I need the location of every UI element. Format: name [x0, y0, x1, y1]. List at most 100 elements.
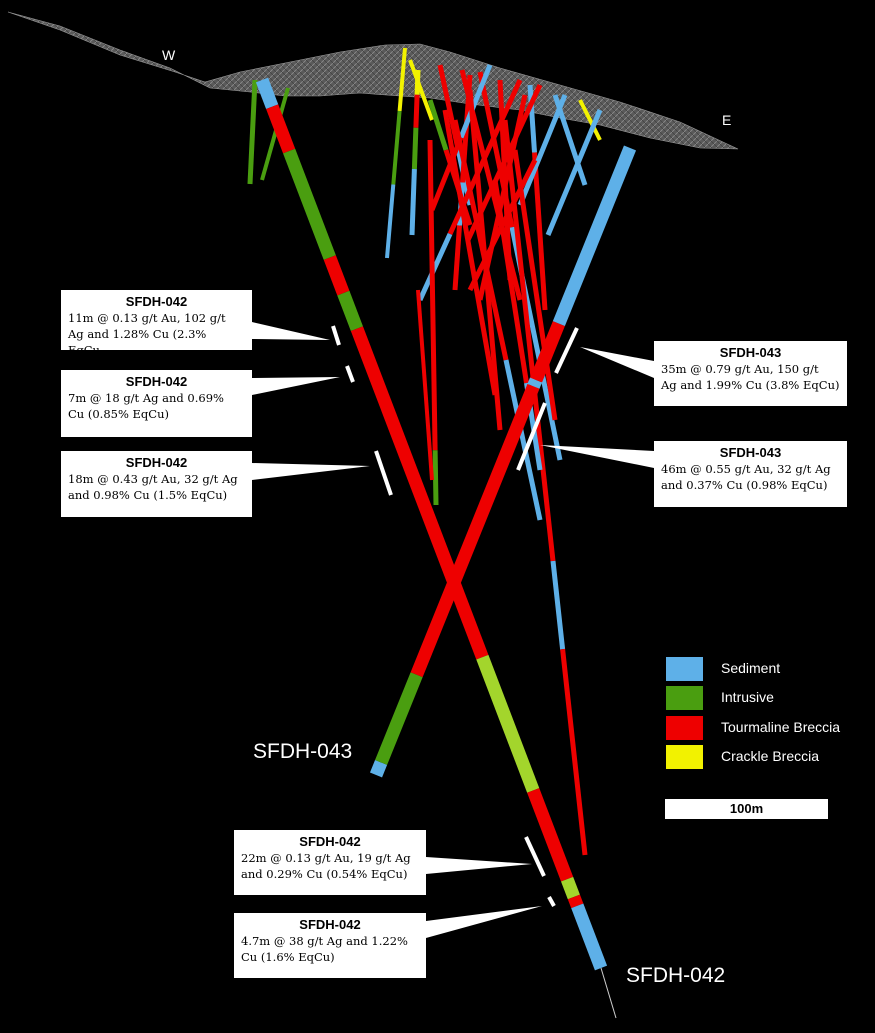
hole-sfdh-042-interval [571, 903, 608, 971]
hole-sfdh-042-interval [255, 77, 279, 109]
legend-label: Tourmaline Breccia [721, 719, 841, 735]
hole-label-sfdh-042: SFDH-042 [626, 964, 726, 987]
callout-4: SFDH-043 35m @ 0.79 g/t Au, 150 g/t Ag a… [654, 341, 847, 406]
callout-title: SFDH-042 [299, 834, 361, 849]
east-label: E [722, 112, 732, 128]
hole-sfdh-042-interval [337, 290, 363, 331]
intercept-mark-4 [554, 327, 579, 374]
background-hole-interval [437, 64, 461, 150]
background-hole-interval [527, 84, 537, 153]
callout-line: 7m @ 18 g/t Ag and 0.69% [68, 390, 224, 405]
legend-label: Intrusive [721, 689, 774, 705]
pointer-4 [580, 347, 654, 378]
background-hole-interval [432, 450, 439, 506]
hole-sfdh-042-interval [266, 104, 296, 154]
callout-line: 46m @ 0.55 g/t Au, 32 g/t Ag [661, 461, 831, 476]
callout-title: SFDH-042 [125, 294, 188, 309]
callout-line: Cu (0.85% EqCu) [68, 406, 169, 421]
callout-line: Cu (1.6% EqCu) [241, 949, 335, 964]
intercept-mark-1 [331, 325, 341, 346]
pointer-5 [540, 445, 654, 468]
intercept-mark-3 [374, 450, 393, 496]
pointer-1 [252, 322, 330, 340]
background-hole-interval [503, 359, 543, 521]
background-hole-interval [260, 87, 290, 181]
callout-line: 18m @ 0.43 g/t Au, 32 g/t Ag [68, 471, 238, 486]
hole-sfdh-043-interval [369, 760, 388, 778]
hole-sfdh-042-interval [527, 788, 574, 882]
background-hole-interval [458, 64, 493, 139]
intercept-mark-7 [547, 896, 556, 907]
background-hole-interval [427, 139, 438, 451]
callout-line: 11m @ 0.13 g/t Au, 102 g/t [68, 310, 226, 325]
background-hole-interval [452, 225, 462, 291]
hole-sfdh-043-trace [369, 145, 637, 778]
west-label: W [162, 47, 176, 63]
background-hole-interval [408, 59, 434, 121]
callout-title: SFDH-043 [719, 345, 782, 360]
background-hole-interval [550, 560, 566, 650]
callout-title: SFDH-042 [125, 374, 188, 389]
callout-line: and 0.37% Cu (0.98% EqCu) [661, 477, 828, 492]
intercept-mark-5 [516, 402, 547, 471]
hole-sfdh-042-interval [283, 148, 336, 260]
callout-title: SFDH-042 [125, 455, 188, 470]
background-hole-interval [442, 109, 498, 396]
legend-swatch-crackle-breccia [666, 745, 703, 769]
hole-sfdh-043-interval [529, 321, 565, 383]
background-hole-interval [429, 136, 464, 211]
background-hole-interval [452, 119, 509, 361]
background-hole-interval [477, 94, 528, 301]
hole-sfdh-042-tail [600, 967, 617, 1019]
intercept-mark-6 [524, 836, 546, 877]
callout-line: 4.7m @ 38 g/t Ag and 1.22% [241, 933, 408, 948]
pointer-2 [252, 377, 340, 395]
legend-label: Sediment [721, 660, 781, 676]
background-hole-interval [512, 149, 558, 421]
background-hole-interval [416, 289, 434, 481]
hole-sfdh-042-trace [255, 77, 617, 1019]
background-hole-interval [397, 47, 407, 112]
hole-sfdh-042-interval [323, 255, 350, 296]
intercept-mark-2 [345, 365, 355, 383]
callout-line: 22m @ 0.13 g/t Au, 19 g/t Ag [241, 850, 411, 865]
hole-sfdh-042-interval [350, 326, 489, 660]
drill-hole-fan [247, 47, 603, 856]
hole-sfdh-043-interval [552, 145, 637, 327]
hole-sfdh-042-interval [561, 876, 580, 900]
background-hole-interval [492, 179, 529, 384]
hole-sfdh-043-interval [375, 672, 423, 765]
callout-line: and 0.29% Cu (0.54% EqCu) [241, 866, 408, 881]
hole-sfdh-043-interval [410, 383, 540, 678]
background-hole-interval [532, 152, 548, 311]
background-hole-interval [517, 94, 568, 206]
callout-5: SFDH-043 46m @ 0.55 g/t Au, 32 g/t Ag an… [654, 441, 847, 507]
callout-3: SFDH-042 18m @ 0.43 g/t Au, 32 g/t Ag an… [61, 451, 252, 517]
callout-line: 35m @ 0.79 g/t Au, 150 g/t [661, 361, 819, 376]
callout-2: SFDH-042 7m @ 18 g/t Ag and 0.69% Cu (0.… [61, 370, 252, 437]
callout-1: SFDH-042 11m @ 0.13 g/t Au, 102 g/t Ag a… [61, 290, 252, 357]
pointer-3 [252, 463, 370, 480]
legend-label: Crackle Breccia [721, 748, 820, 764]
callout-line: Ag and 1.28% Cu (2.3% EqCu, [68, 326, 207, 357]
intercept-marks [331, 325, 579, 907]
background-hole-interval [427, 99, 449, 151]
background-hole-interval [502, 119, 556, 562]
background-hole-interval [578, 99, 602, 141]
hole-label-sfdh-043: SFDH-043 [253, 740, 353, 763]
background-hole-interval [411, 127, 419, 170]
callout-title: SFDH-043 [719, 445, 782, 460]
callout-6: SFDH-042 22m @ 0.13 g/t Au, 19 g/t Ag an… [234, 830, 426, 895]
pointer-7 [426, 906, 542, 938]
scale-bar: 100m [665, 799, 828, 819]
pointer-6 [426, 857, 532, 874]
hole-sfdh-043-interval [527, 377, 543, 389]
background-hole-interval [417, 232, 453, 302]
hole-sfdh-042-interval [567, 894, 584, 909]
background-hole-interval [247, 79, 258, 185]
background-hole-interval [443, 149, 473, 226]
background-hole-interval [545, 109, 603, 236]
callout-line: Ag and 1.99% Cu (3.8% EqCu) [661, 377, 840, 392]
topography-surface [7, 11, 739, 150]
